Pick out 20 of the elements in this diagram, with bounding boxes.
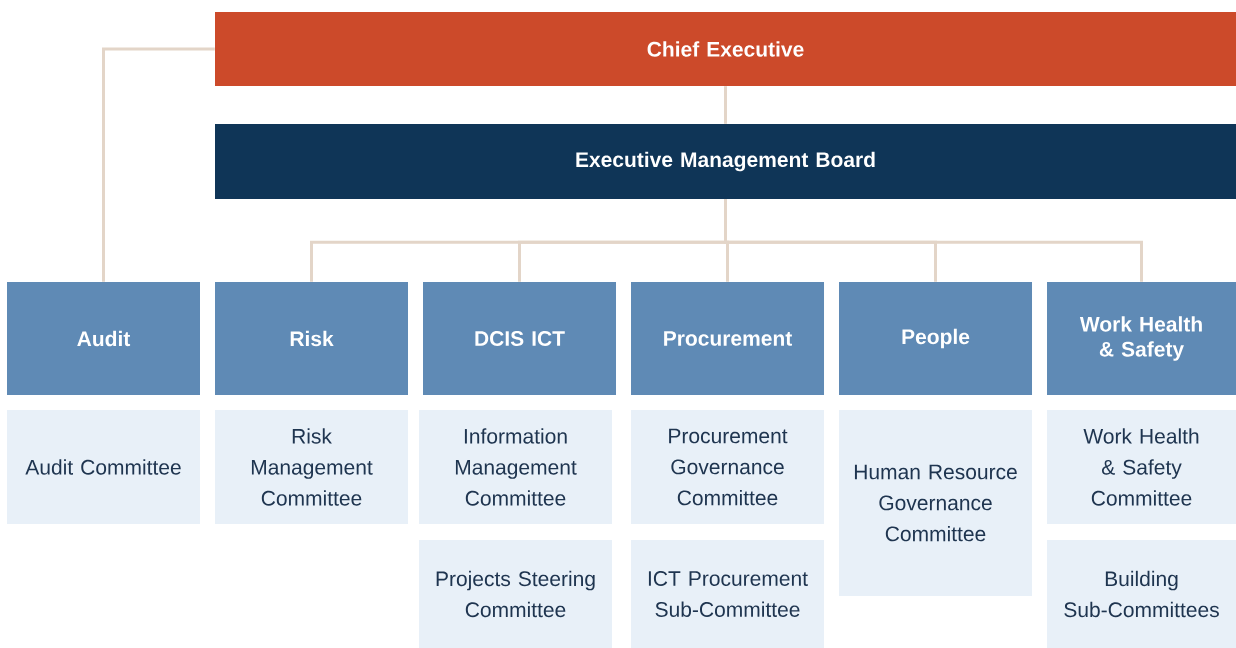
unit-box: Work Health & Safety bbox=[1047, 282, 1236, 395]
committee-box: Procurement Governance Committee bbox=[631, 410, 824, 524]
connector-line bbox=[102, 47, 215, 282]
committee-box: Audit Committee bbox=[7, 410, 200, 524]
unit-box: DCIS ICT bbox=[423, 282, 616, 395]
committee-box: Projects Steering Committee bbox=[419, 540, 612, 648]
board-box: Executive Management Board bbox=[215, 124, 1236, 199]
connector-line bbox=[724, 199, 1143, 282]
committee-box: Information Management Committee bbox=[419, 410, 612, 524]
unit-box: Risk bbox=[215, 282, 408, 395]
executive-box: Chief Executive bbox=[215, 12, 1236, 86]
committee-box: Risk Management Committee bbox=[215, 410, 408, 524]
connector-line bbox=[724, 86, 727, 124]
committee-box: Building Sub-Committees bbox=[1047, 540, 1236, 648]
unit-box: Procurement bbox=[631, 282, 824, 395]
committee-box: Work Health & Safety Committee bbox=[1047, 410, 1236, 524]
unit-box: Audit bbox=[7, 282, 200, 395]
unit-box: People bbox=[839, 282, 1032, 395]
committee-box: Human Resource Governance Committee bbox=[839, 410, 1032, 596]
committee-box: ICT Procurement Sub-Committee bbox=[631, 540, 824, 648]
